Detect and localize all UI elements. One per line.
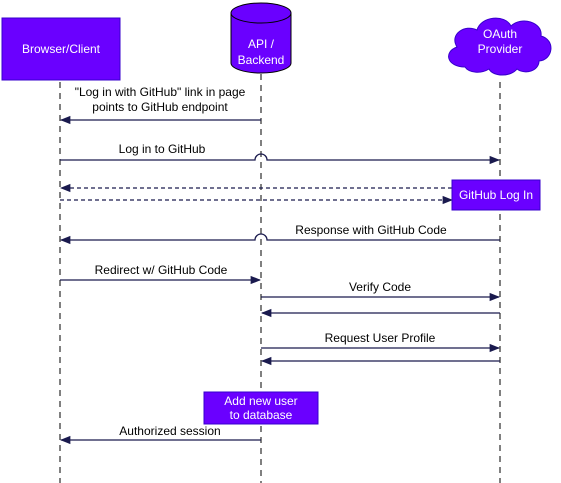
- message-authorized-session-label: Authorized session: [119, 424, 220, 438]
- message-authorized-session: Authorized session: [59, 424, 261, 445]
- message-login-github-arrow: [60, 153, 501, 165]
- participant-api-cylinder: [230, 2, 292, 74]
- message-verify-code: Verify Code: [261, 280, 501, 302]
- message-request-profile-label: Request User Profile: [325, 331, 436, 345]
- message-github-code-response-label: Response with GitHub Code: [295, 223, 447, 237]
- participant-api-label-line1: API /: [248, 37, 275, 51]
- note-add-user-box: [203, 391, 319, 425]
- note-github-login-label: GitHub Log In: [459, 188, 533, 202]
- message-login-link-label-line1: "Log in with GitHub" link in page: [75, 85, 246, 99]
- message-login-github: Log in to GitHub: [60, 142, 501, 165]
- participant-oauth: OAuth Provider: [448, 17, 552, 76]
- message-login-github-label: Log in to GitHub: [119, 142, 206, 156]
- message-redirect-code-label: Redirect w/ GitHub Code: [95, 263, 228, 277]
- participant-api-label-line2: Backend: [238, 53, 285, 67]
- participant-api-cylinder-top: [230, 12, 292, 24]
- participant-client-box: [1, 17, 121, 81]
- participant-client-label: Browser/Client: [22, 42, 101, 56]
- participant-client: Browser/Client: [1, 17, 121, 81]
- message-verify-code-label: Verify Code: [349, 280, 411, 294]
- message-login-link-label-line2: points to GitHub endpoint: [92, 100, 228, 114]
- message-github-code-response: Response with GitHub Code: [59, 223, 500, 245]
- note-github-login: GitHub Log In: [451, 179, 541, 211]
- participant-oauth-label-line2: Provider: [478, 42, 523, 56]
- participant-oauth-cloud: [448, 17, 552, 76]
- message-request-profile: Request User Profile: [261, 331, 501, 353]
- message-redirect-code: Redirect w/ GitHub Code: [60, 263, 262, 285]
- message-github-code-response-arrow: [59, 233, 500, 245]
- participant-oauth-label-line1: OAuth: [483, 27, 517, 41]
- note-add-user: Add new user to database: [203, 391, 319, 425]
- note-github-login-box: [451, 179, 541, 211]
- note-add-user-label-line1: Add new user: [224, 394, 297, 408]
- participant-api: API / Backend: [230, 2, 292, 74]
- note-add-user-label-line2: to database: [230, 408, 293, 422]
- message-login-link: "Log in with GitHub" link in page points…: [59, 85, 261, 125]
